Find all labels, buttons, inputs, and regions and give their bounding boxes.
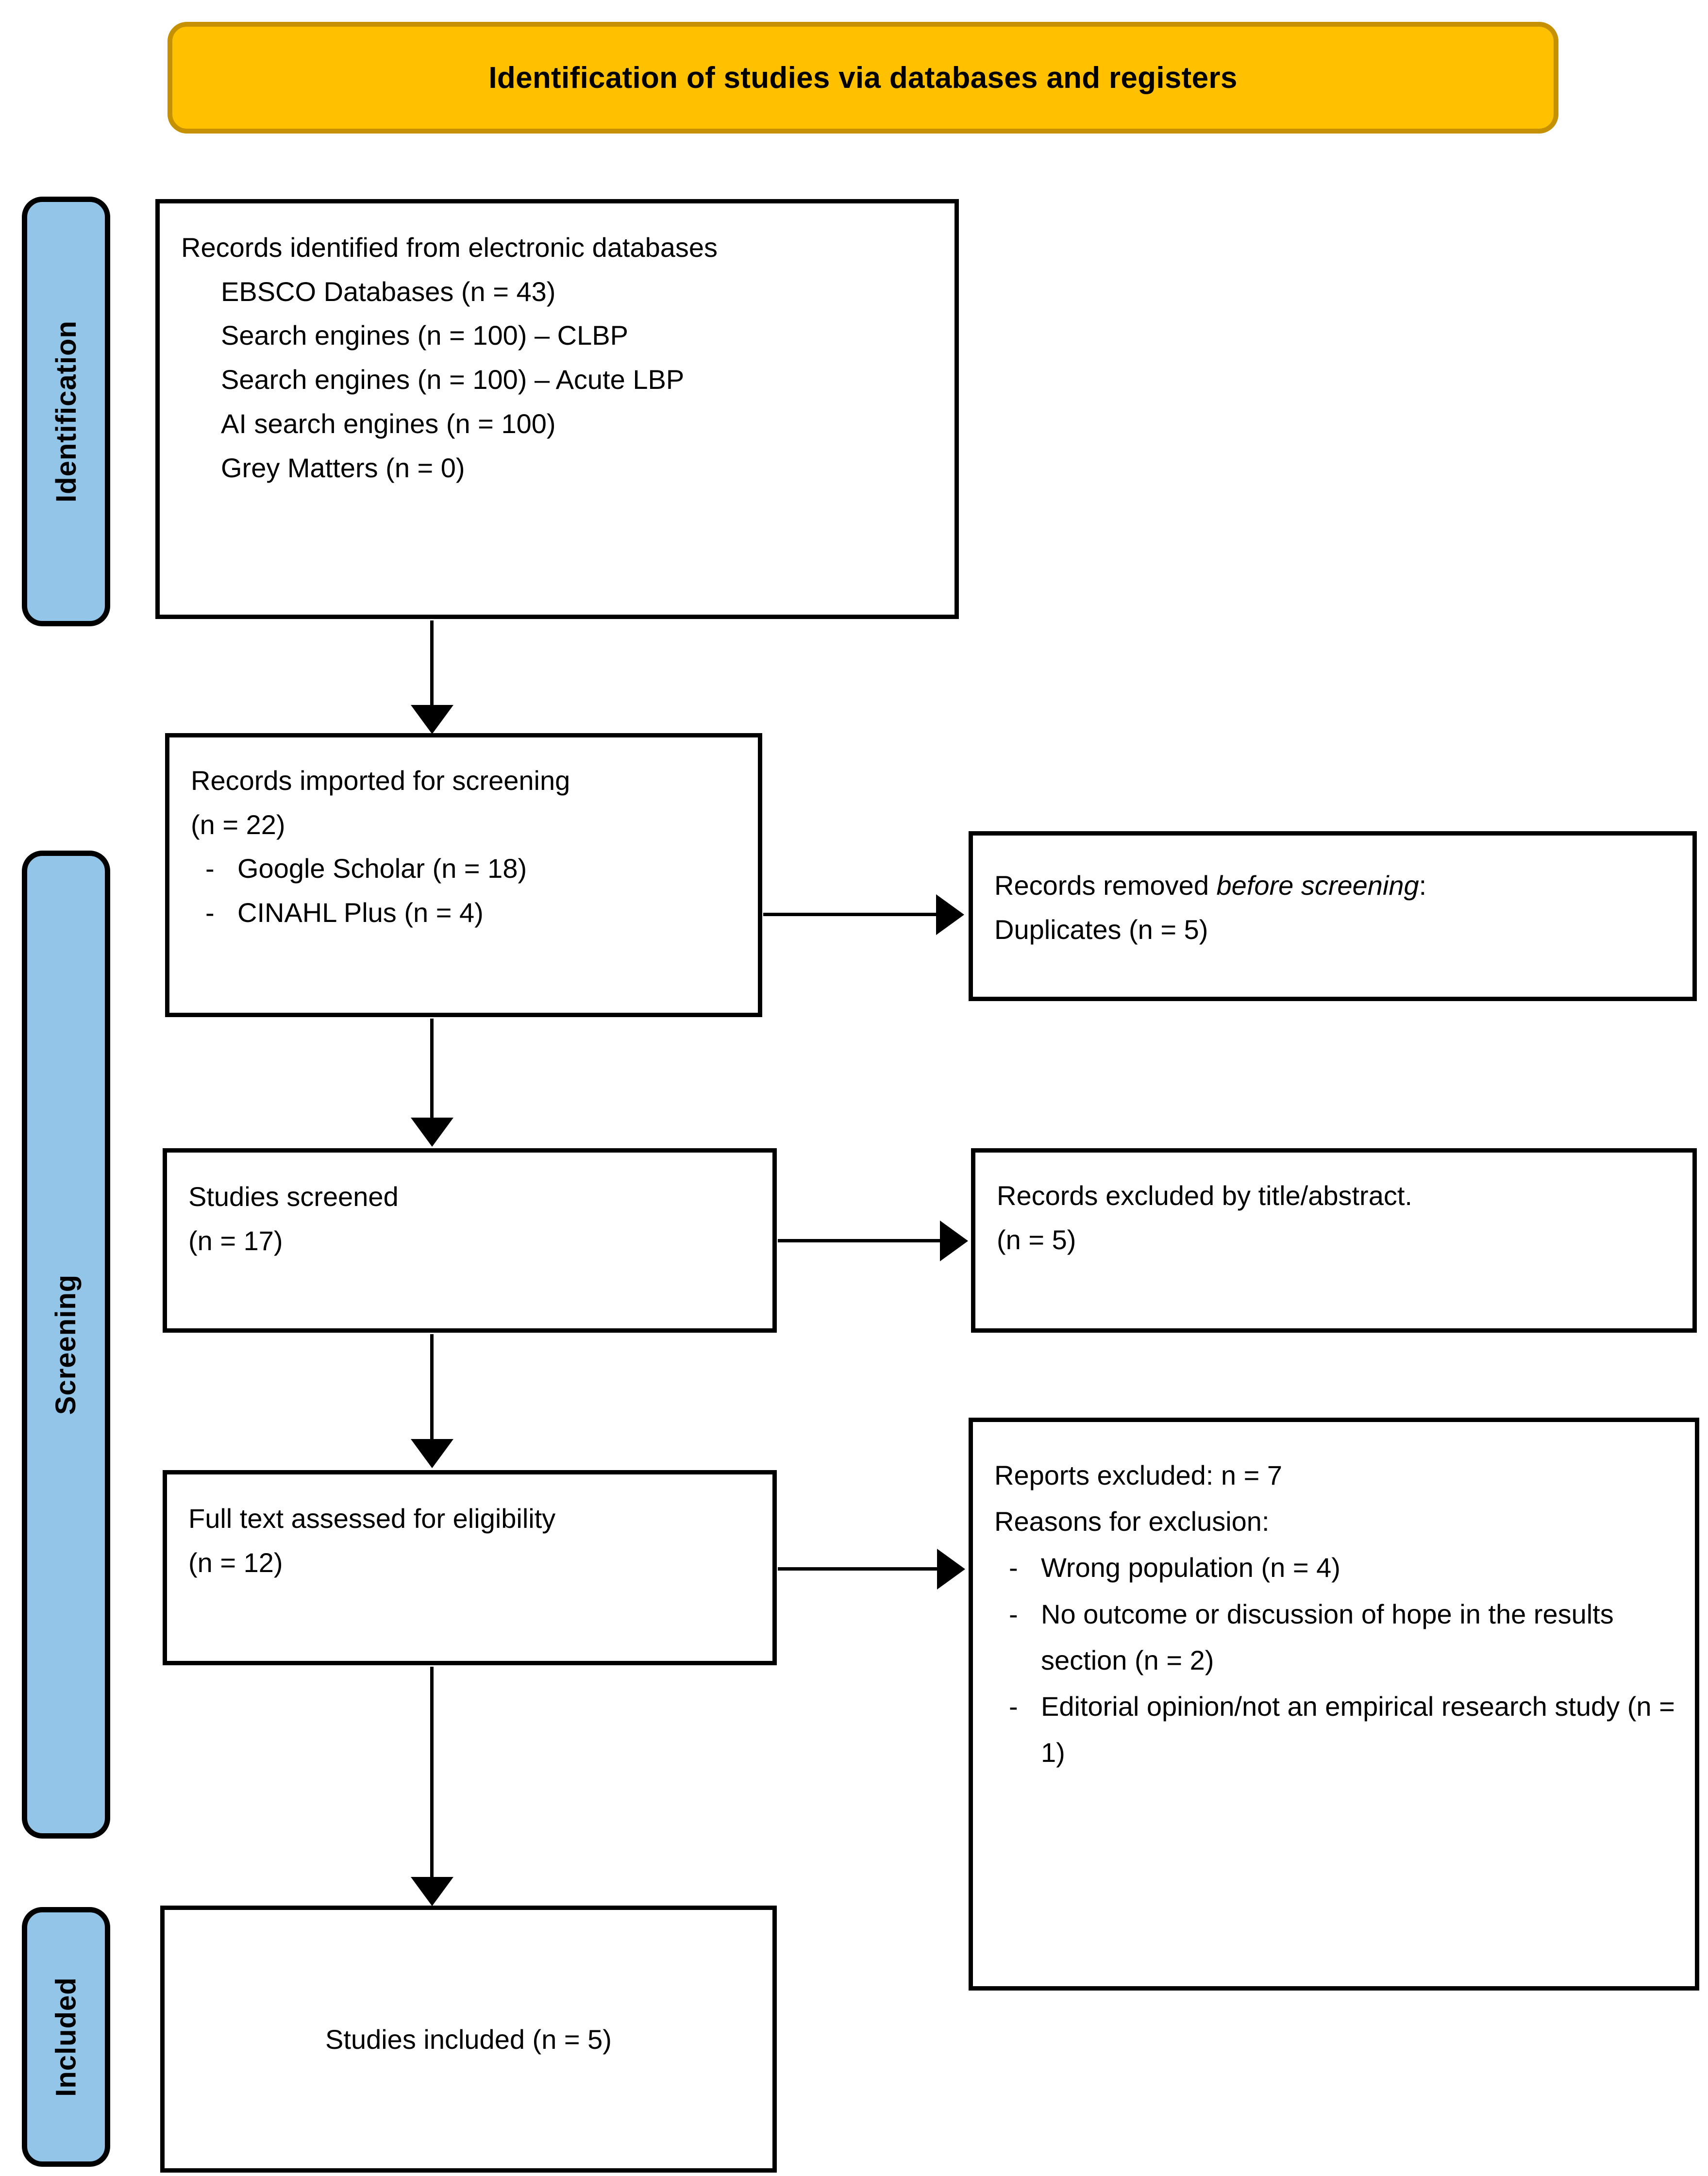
source-item-ebsco: EBSCO Databases (n = 43) bbox=[221, 276, 556, 307]
bullet-dash: - bbox=[1009, 1552, 1018, 1583]
imported-item-google-scholar-text: Google Scholar (n = 18) bbox=[237, 853, 527, 884]
box-reports-excluded-subheading: Reasons for exclusion: bbox=[994, 1506, 1270, 1537]
imported-item-cinahl-plus: - CINAHL Plus (n = 4) bbox=[191, 891, 738, 935]
box-fulltext-assessed-count: (n = 12) bbox=[188, 1547, 283, 1578]
box-records-imported: Records imported for screening (n = 22) … bbox=[165, 733, 762, 1017]
box-studies-screened-heading: Studies screened bbox=[188, 1181, 399, 1212]
imported-item-cinahl-plus-text: CINAHL Plus (n = 4) bbox=[237, 897, 484, 928]
imported-item-google-scholar: - Google Scholar (n = 18) bbox=[191, 847, 738, 891]
connector-screened-to-fulltext-line bbox=[430, 1334, 434, 1442]
source-item-grey-matters: Grey Matters (n = 0) bbox=[221, 452, 465, 483]
box-records-excluded-count: (n = 5) bbox=[997, 1224, 1076, 1255]
stage-label-identification-text: Identification bbox=[50, 320, 82, 502]
connector-fulltext-to-reports-excluded-line bbox=[778, 1567, 938, 1571]
box-records-removed-heading: Records removed before screening: bbox=[994, 864, 1673, 908]
box-records-imported-heading: Records imported for screening bbox=[191, 765, 570, 796]
stage-label-included-text: Included bbox=[50, 1977, 82, 2097]
stage-label-screening: Screening bbox=[22, 851, 110, 1839]
box-records-identified-heading: Records identified from electronic datab… bbox=[181, 232, 718, 263]
stage-label-identification: Identification bbox=[22, 197, 110, 626]
source-item-ai-search-engines: AI search engines (n = 100) bbox=[221, 408, 556, 439]
exclusion-reason-editorial-opinion-text: Editorial opinion/not an empirical resea… bbox=[1041, 1691, 1675, 1768]
box-records-excluded-title-abstract: Records excluded by title/abstract. (n =… bbox=[971, 1148, 1697, 1333]
connector-fulltext-to-included-line bbox=[430, 1667, 434, 1880]
box-reports-excluded: Reports excluded: n = 7 Reasons for excl… bbox=[969, 1418, 1699, 1991]
connector-imported-to-screened-arrowhead bbox=[411, 1118, 453, 1147]
stage-label-included: Included bbox=[22, 1907, 110, 2167]
box-records-removed-heading-italic: before screening bbox=[1216, 870, 1419, 901]
connector-fulltext-to-reports-excluded-arrowhead bbox=[937, 1549, 965, 1590]
exclusion-reason-wrong-population-text: Wrong population (n = 4) bbox=[1041, 1552, 1340, 1583]
diagram-title: Identification of studies via databases … bbox=[488, 61, 1238, 95]
box-fulltext-assessed: Full text assessed for eligibility (n = … bbox=[163, 1470, 777, 1665]
box-reports-excluded-heading: Reports excluded: n = 7 bbox=[994, 1460, 1283, 1490]
box-studies-screened: Studies screened (n = 17) bbox=[163, 1148, 777, 1333]
exclusion-reason-no-outcome-text: No outcome or discussion of hope in the … bbox=[1041, 1598, 1614, 1675]
bullet-dash: - bbox=[205, 853, 215, 884]
box-studies-included-text: Studies included (n = 5) bbox=[325, 2024, 612, 2055]
box-records-identified: Records identified from electronic datab… bbox=[155, 199, 959, 619]
box-fulltext-assessed-heading: Full text assessed for eligibility bbox=[188, 1503, 556, 1534]
exclusion-reason-no-outcome: - No outcome or discussion of hope in th… bbox=[994, 1591, 1675, 1683]
source-item-search-engines-clbp: Search engines (n = 100) – CLBP bbox=[221, 320, 628, 351]
box-records-excluded-heading: Records excluded by title/abstract. bbox=[997, 1180, 1412, 1211]
connector-fulltext-to-included-arrowhead bbox=[411, 1877, 453, 1906]
box-studies-screened-count: (n = 17) bbox=[188, 1225, 283, 1256]
box-studies-included: Studies included (n = 5) bbox=[160, 1906, 777, 2173]
connector-screened-to-fulltext-arrowhead bbox=[411, 1439, 453, 1468]
exclusion-reason-wrong-population: - Wrong population (n = 4) bbox=[994, 1544, 1675, 1590]
box-records-removed-heading-plain: Records removed bbox=[994, 870, 1217, 901]
exclusion-reason-editorial-opinion: - Editorial opinion/not an empirical res… bbox=[994, 1683, 1675, 1775]
box-records-removed-before-screening: Records removed before screening: Duplic… bbox=[969, 831, 1697, 1001]
box-records-removed-duplicates: Duplicates (n = 5) bbox=[994, 914, 1208, 945]
connector-imported-to-screened-line bbox=[430, 1019, 434, 1121]
connector-screened-to-excluded-arrowhead bbox=[940, 1221, 968, 1261]
bullet-dash: - bbox=[1009, 1598, 1018, 1629]
bullet-dash: - bbox=[1009, 1691, 1018, 1722]
stage-label-screening-text: Screening bbox=[50, 1274, 82, 1415]
box-records-removed-heading-tail: : bbox=[1419, 870, 1427, 901]
connector-identified-to-imported-arrowhead bbox=[411, 705, 453, 734]
source-item-search-engines-acute-lbp: Search engines (n = 100) – Acute LBP bbox=[221, 364, 685, 395]
connector-screened-to-excluded-line bbox=[778, 1239, 941, 1242]
diagram-header-banner: Identification of studies via databases … bbox=[167, 22, 1558, 134]
box-records-imported-count: (n = 22) bbox=[191, 809, 285, 840]
connector-imported-to-removed-arrowhead bbox=[936, 894, 964, 935]
connector-identified-to-imported-line bbox=[430, 620, 434, 708]
bullet-dash: - bbox=[205, 897, 215, 928]
connector-imported-to-removed-line bbox=[763, 913, 937, 916]
